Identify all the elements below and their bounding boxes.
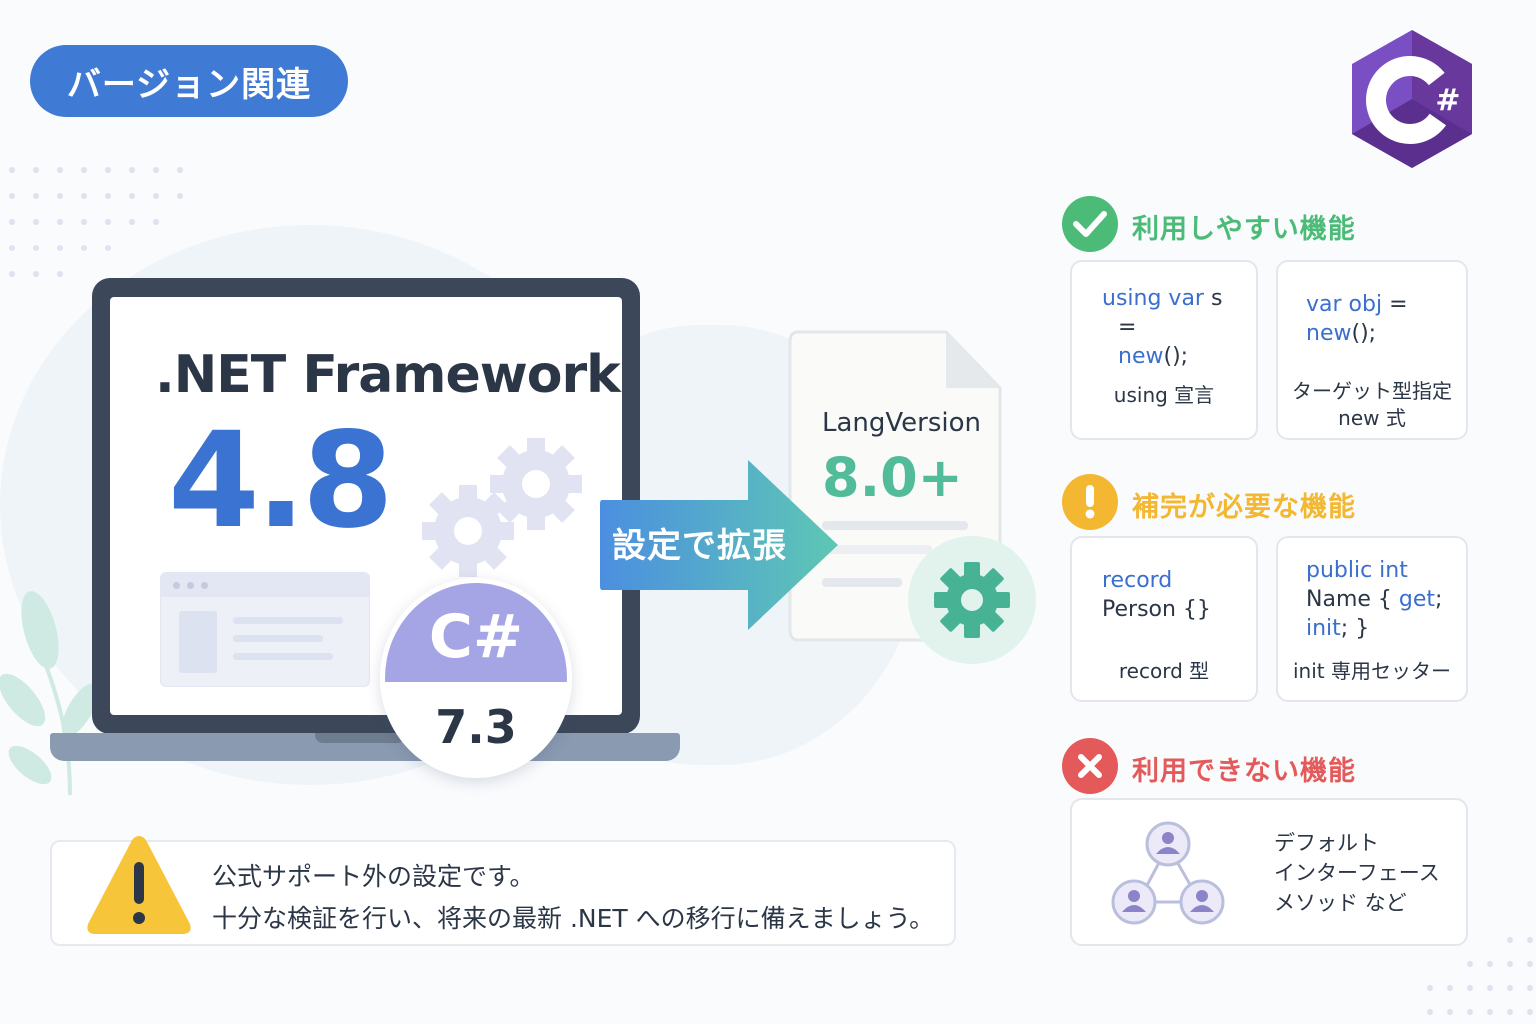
csharp-version-badge: C# 7.3	[380, 578, 572, 778]
warning-icon	[87, 836, 191, 934]
warning-line-2: 十分な検証を行い、将来の最新 .NET への移行に備えましょう。	[212, 904, 935, 933]
settings-gear-icon	[934, 562, 1010, 638]
feature-card-record: record Person {} record 型	[1070, 536, 1258, 702]
exclamation-icon	[1062, 474, 1118, 530]
framework-name: .NET Framework	[155, 345, 621, 405]
langversion-value: 8.0+	[822, 446, 963, 509]
interface-network-icon	[1111, 821, 1225, 925]
usable-features-title: 利用しやすい機能	[1132, 214, 1356, 245]
feature-caption: record 型	[1118, 659, 1210, 683]
page-title: バージョン関連	[30, 45, 348, 117]
warning-line-1: 公式サポート外の設定です。	[212, 862, 535, 891]
warning-box	[50, 840, 956, 946]
csharp-logo-icon: #	[1352, 30, 1472, 168]
svg-text:#: #	[1435, 83, 1460, 118]
cross-icon	[1062, 738, 1118, 794]
laptop-notch	[315, 733, 405, 743]
gears-icon	[422, 438, 582, 577]
langversion-label: LangVersion	[822, 408, 982, 438]
csharp-badge-logo: C#	[385, 583, 567, 682]
feature-caption: ターゲット型指定 new 式	[1292, 379, 1452, 430]
code-snippet: using var s = new();	[1102, 286, 1223, 369]
leaf-decoration	[0, 591, 99, 796]
framework-version: 4.8	[168, 404, 394, 558]
dot-pattern	[1427, 937, 1533, 1015]
code-snippet: var obj = new();	[1306, 292, 1408, 346]
check-icon	[1062, 196, 1118, 252]
code-snippet: public int Name { get; init; }	[1306, 558, 1443, 641]
feature-card-default-interface-methods: デフォルト インターフェース メソッド など	[1070, 798, 1468, 946]
feature-caption: init 専用セッター	[1293, 659, 1451, 683]
feature-card-using-declaration: using var s = new(); using 宣言	[1070, 260, 1258, 440]
warning-text: 公式サポート外の設定です。 十分な検証を行い、将来の最新 .NET への移行に備…	[212, 856, 934, 940]
polyfill-features-title: 補完が必要な機能	[1132, 492, 1356, 523]
arrow-label: 設定で拡張	[612, 526, 787, 566]
dot-pattern	[9, 167, 183, 277]
unavailable-features-title: 利用できない機能	[1132, 756, 1356, 787]
extend-arrow	[600, 460, 838, 630]
feature-card-init-setter: public int Name { get; init; } init 専用セッ…	[1276, 536, 1468, 702]
feature-card-target-typed-new: var obj = new(); ターゲット型指定 new 式	[1276, 260, 1468, 440]
code-snippet: record Person {}	[1102, 568, 1211, 622]
window-illustration	[160, 572, 370, 687]
csharp-badge-version: 7.3	[385, 681, 567, 773]
feature-caption: using 宣言	[1113, 383, 1215, 407]
unavailable-feature-text: デフォルト インターフェース メソッド など	[1274, 831, 1440, 915]
